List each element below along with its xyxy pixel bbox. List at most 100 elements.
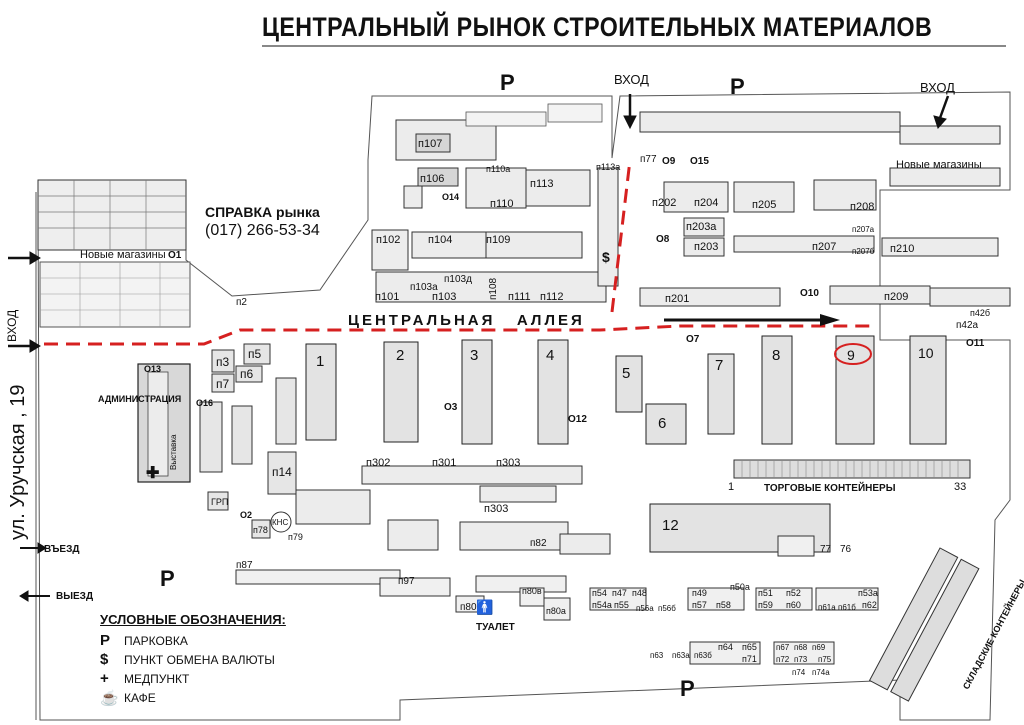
north-entry-route [610, 159, 632, 313]
cafe-o14-label: О14 [442, 192, 459, 202]
p67-label: п67 [776, 643, 790, 652]
p203a-label: п203а [686, 221, 717, 233]
entrance-arrows [8, 94, 950, 602]
pavilion-10: 10 [918, 345, 934, 361]
p73-label: п73 [794, 655, 808, 664]
p6-label: п6 [240, 367, 253, 381]
cafe-o16-label: О16 [196, 398, 213, 408]
p102-label: п102 [376, 234, 400, 246]
p77-label: п77 [640, 154, 657, 165]
p56a-label: п56а [636, 604, 654, 613]
p204-label: п204 [694, 197, 718, 209]
bottom-right-blocks [589, 535, 879, 665]
top-left-buildings [371, 119, 619, 303]
p113a-label: п113а [596, 162, 620, 172]
p68-label: п68 [794, 643, 808, 652]
p56b-label: п56б [658, 604, 676, 613]
p3-label: п3 [216, 355, 229, 369]
entry-right-label: ВХОД [920, 80, 955, 95]
p74a-label: п74а [812, 668, 830, 677]
map-title: ЦЕНТРАЛЬНЫЙ РЫНОК СТРОИТЕЛЬНЫХ МАТЕРИАЛО… [262, 12, 933, 42]
p58-label: п58 [716, 600, 731, 610]
p79-label: п79 [288, 532, 303, 542]
p52-label: п52 [786, 588, 801, 598]
cafe-o13-label: О13 [144, 364, 161, 374]
pavilion-2: 2 [396, 347, 404, 364]
p303b-label: п303 [484, 503, 508, 515]
cafe-o1-label: О1 [168, 250, 182, 261]
p64-label: п64 [718, 642, 733, 652]
p63-label: п63 [650, 651, 664, 660]
p42a-label: п42а [956, 320, 979, 331]
exhibition-label: Выставка [169, 434, 178, 470]
warehouse-containers [868, 547, 980, 702]
medpoint-icon: ✚ [146, 465, 159, 482]
p48-label: п48 [632, 588, 647, 598]
kns-label: КНС [272, 518, 288, 527]
p208-label: п208 [850, 201, 874, 213]
p75-label: п75 [818, 655, 832, 664]
p47-label: п47 [612, 588, 627, 598]
p113-label: п113 [530, 178, 554, 190]
p51-label: п51 [758, 588, 773, 598]
p78-box [251, 519, 271, 539]
p14-label: п14 [272, 465, 292, 479]
p62-label: п62 [862, 600, 877, 610]
cafe-o10-label: О10 [800, 288, 819, 299]
p207b-label: п207б [852, 247, 875, 256]
p203-label: п203 [694, 241, 718, 253]
legend-cafe-label: КАФЕ [124, 690, 156, 705]
p2-label: п2 [236, 297, 247, 308]
cafe-o2-label: О2 [240, 510, 252, 520]
cafe-o12-label: О12 [568, 414, 587, 425]
p205-label: п205 [752, 199, 776, 211]
legend-item-exchange: $ ПУНКТ ОБМЕНА ВАЛЮТЫ [100, 650, 286, 669]
p87-label: п87 [236, 560, 253, 571]
legend-item-cafe: ☕ КАФЕ [100, 688, 286, 707]
p207a-label: п207а [852, 225, 875, 234]
administration-label: АДМИНИСТРАЦИЯ [98, 394, 181, 404]
cafe-o3-label: О3 [444, 402, 458, 413]
parking-left: P [160, 566, 175, 591]
p110a-label: п110а [486, 164, 510, 174]
p53a-label: п53а [858, 588, 878, 598]
toilet-icon: 🚹 [476, 599, 493, 616]
cafe-o11-label: О11 [966, 338, 985, 349]
trade-containers-label: ТОРГОВЫЕ КОНТЕЙНЕРЫ [764, 481, 896, 494]
p106-label: п106 [420, 173, 444, 185]
p104-label: п104 [428, 234, 452, 246]
left-shops-block [37, 179, 191, 328]
bottom-middle-blocks [235, 569, 571, 621]
street-label: ул. Уручская , 19 [7, 384, 29, 540]
p61a-label: п61а [818, 603, 836, 612]
medical-cross-icon: + [100, 670, 109, 687]
p109-label: п109 [486, 234, 510, 246]
p63a-label: п63а [672, 651, 690, 660]
legend: УСЛОВНЫЕ ОБОЗНАЧЕНИЯ: P ПАРКОВКА $ ПУНКТ… [100, 612, 286, 707]
p201-label: п201 [665, 293, 689, 305]
p63b-label: п63б [694, 651, 712, 660]
pavilion-6: 6 [658, 415, 666, 432]
new-shops-right: Новые магазины [896, 159, 982, 171]
p103d-label: п103д [444, 274, 472, 285]
p210-label: п210 [890, 243, 914, 255]
entry-top-label: ВХОД [614, 72, 649, 87]
parking-icon: P [100, 632, 111, 649]
info-desk-phone[interactable]: (017) 266-53-34 [205, 222, 320, 239]
p207-label: п207 [812, 241, 836, 253]
p202-label: п202 [652, 197, 676, 209]
drive-in-label: ВЪЕЗД [44, 544, 79, 555]
warehouse-containers-label: СКЛАДСКИЕ КОНТЕЙНЕРЫ [960, 577, 1024, 691]
cafe-cup-icon: ☕ [100, 689, 119, 707]
p110-label: п110 [490, 198, 514, 210]
p103a-label: п103а [410, 282, 438, 293]
p50a-label: п50а [730, 582, 750, 592]
parking-bottom: P [680, 676, 695, 701]
alley-arrowhead-icon [820, 314, 840, 326]
containers-start-number: 1 [728, 481, 734, 493]
trade-containers [733, 459, 971, 479]
legend-exchange-label: ПУНКТ ОБМЕНА ВАЛЮТЫ [124, 652, 275, 667]
containers-end-number: 33 [954, 481, 966, 493]
exchange-icon: $ [602, 249, 610, 265]
